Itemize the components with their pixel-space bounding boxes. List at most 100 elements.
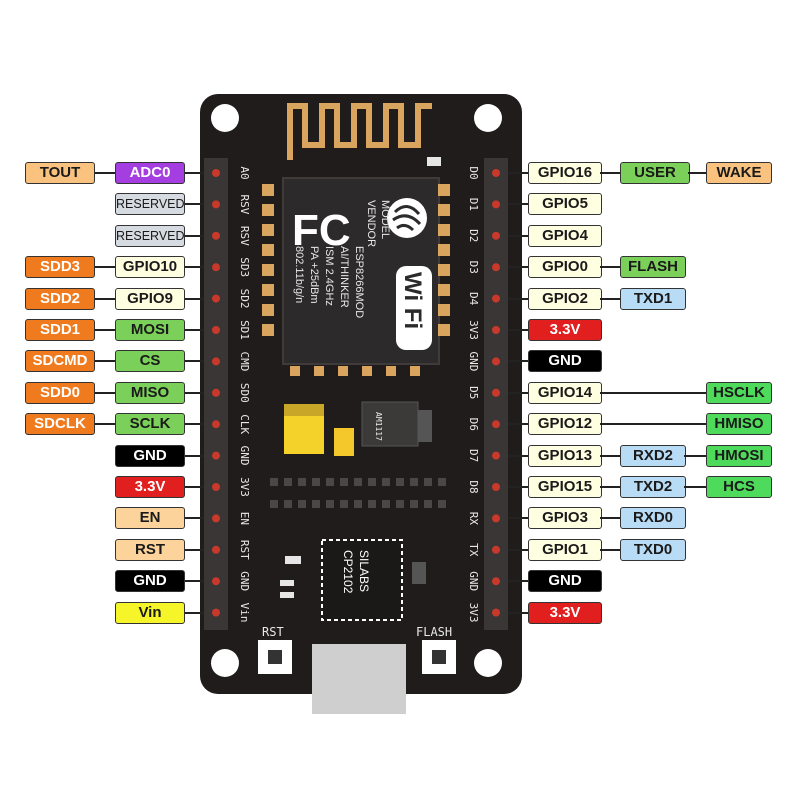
fcc-logo: FC bbox=[292, 206, 351, 255]
connector-line bbox=[600, 172, 622, 174]
pin-label-sdd0: SDD0 bbox=[25, 381, 95, 404]
header-pins bbox=[212, 169, 500, 617]
header-pin bbox=[212, 545, 220, 554]
pin-label-rxd0: RXD0 bbox=[620, 507, 686, 530]
module-pad bbox=[438, 284, 450, 296]
pin-label-tout: TOUT bbox=[25, 162, 95, 184]
pin-label-reserved: RESERVED bbox=[115, 193, 185, 216]
tiny-component-4 bbox=[412, 562, 426, 584]
connector-line bbox=[180, 423, 204, 426]
antenna-trace bbox=[287, 103, 432, 160]
header-pin bbox=[492, 388, 500, 397]
pin-label-3-3v: 3.3V bbox=[528, 319, 602, 341]
connector-line bbox=[180, 360, 204, 363]
header-pin-label: CMD bbox=[238, 351, 251, 371]
module-text-line: VENDOR bbox=[365, 200, 377, 247]
module-pad bbox=[262, 224, 274, 236]
connector-line bbox=[180, 203, 204, 206]
module-pad bbox=[262, 244, 274, 256]
header-pin bbox=[492, 357, 500, 366]
connector-line bbox=[508, 172, 530, 174]
header-pin bbox=[212, 357, 220, 366]
header-pin-label: SD2 bbox=[238, 289, 251, 309]
header-pin bbox=[212, 294, 220, 303]
pin-label-adc0: ADC0 bbox=[115, 162, 185, 184]
connector-line bbox=[90, 360, 118, 363]
pin-label-sdd3: SDD3 bbox=[25, 256, 95, 279]
header-pin-label: SD0 bbox=[238, 383, 251, 403]
connector-line bbox=[90, 172, 118, 174]
smd-pad bbox=[312, 500, 320, 508]
header-pin bbox=[212, 231, 220, 240]
pin-label-sdd1: SDD1 bbox=[25, 319, 95, 341]
pin-label-gpio13: GPIO13 bbox=[528, 444, 602, 467]
smd-pad bbox=[424, 478, 432, 486]
module-pad bbox=[386, 366, 396, 376]
header-pin-label: GND bbox=[238, 446, 251, 466]
header-pin-label: RSV bbox=[238, 226, 251, 246]
smd-pad bbox=[326, 478, 334, 486]
smd-pad bbox=[396, 478, 404, 486]
tiny-component-2 bbox=[280, 580, 294, 586]
header-pin-label: Vin bbox=[238, 603, 251, 623]
pin-label-en: EN bbox=[115, 507, 185, 530]
wifi-logo: Wi Fi bbox=[396, 266, 432, 350]
connector-line bbox=[508, 360, 530, 363]
connector-line bbox=[90, 329, 118, 331]
header-pin bbox=[212, 388, 220, 397]
header-pin-label: CLK bbox=[238, 414, 251, 434]
connector-line bbox=[508, 454, 530, 457]
connector-line bbox=[684, 486, 708, 488]
module-pad bbox=[262, 264, 274, 276]
smd-pad bbox=[424, 500, 432, 508]
pin-label-hsclk: HSCLK bbox=[706, 381, 772, 404]
header-pin bbox=[492, 608, 500, 617]
module-pad bbox=[262, 304, 274, 316]
connector-line bbox=[508, 548, 530, 551]
pin-label-sdd2: SDD2 bbox=[25, 287, 95, 310]
connector-line bbox=[508, 611, 530, 614]
pin-label-cs: CS bbox=[115, 350, 185, 373]
header-pin bbox=[212, 263, 220, 272]
header-pin bbox=[492, 451, 500, 460]
smd-pad bbox=[410, 478, 418, 486]
connector-line bbox=[600, 517, 622, 520]
header-pin-label: 3V3 bbox=[467, 320, 480, 340]
smd-pad bbox=[284, 478, 292, 486]
module-pad bbox=[314, 366, 324, 376]
header-pin-label: D1 bbox=[467, 198, 480, 211]
pin-label-gpio4: GPIO4 bbox=[528, 224, 602, 247]
header-pin-label: GND bbox=[467, 571, 480, 591]
smd-pad bbox=[354, 500, 362, 508]
module-pad bbox=[438, 224, 450, 236]
rst-button-cap bbox=[268, 650, 282, 664]
pin-label-sdclk: SDCLK bbox=[25, 413, 95, 436]
module-pad bbox=[438, 304, 450, 316]
header-pin-label: EN bbox=[238, 512, 251, 525]
smd-pad bbox=[438, 478, 446, 486]
header-pin bbox=[492, 545, 500, 554]
header-pin-label: GND bbox=[238, 571, 251, 591]
module-text-line: ISM 2.4GHz bbox=[323, 246, 335, 306]
module-pad bbox=[438, 244, 450, 256]
module-pad bbox=[438, 264, 450, 276]
pin-label-gpio16: GPIO16 bbox=[528, 162, 602, 184]
header-pin-label: RX bbox=[467, 512, 480, 526]
header-pin-label: RSV bbox=[238, 194, 251, 214]
mounting-hole-top-right bbox=[474, 104, 502, 132]
smd-pad bbox=[354, 478, 362, 486]
smd-pad bbox=[270, 500, 278, 508]
pin-label-gpio15: GPIO15 bbox=[528, 476, 602, 498]
connector-line bbox=[508, 580, 530, 583]
module-text-line: AI/THINKER bbox=[338, 246, 350, 308]
module-pad bbox=[262, 204, 274, 216]
header-pin-label: SD3 bbox=[238, 257, 251, 277]
flash-button-label: FLASH bbox=[416, 625, 452, 639]
header-pin bbox=[212, 483, 220, 491]
yellow-capacitor-small bbox=[334, 428, 354, 456]
pin-label-3-3v: 3.3V bbox=[115, 476, 185, 498]
smd-pad bbox=[382, 478, 390, 486]
smd-pad bbox=[340, 500, 348, 508]
header-pin bbox=[492, 200, 500, 209]
